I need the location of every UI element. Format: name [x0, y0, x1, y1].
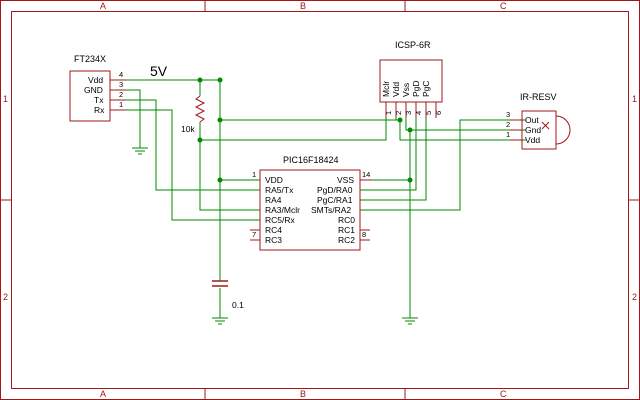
icsp-pin-num-1: 1 — [384, 111, 393, 115]
icsp-pin-num-3: 3 — [404, 111, 413, 115]
junction-mclr — [197, 137, 203, 143]
icsp-pin-num-5: 5 — [424, 111, 433, 115]
junctions — [197, 77, 413, 183]
ir-resv-component: IR-RESV Out Gnd Vdd 3 2 1 — [506, 92, 571, 150]
junction-vdd-ir — [397, 117, 403, 123]
icsp-pin-num-4: 4 — [414, 111, 423, 115]
net-5v-label: 5V — [150, 63, 168, 79]
icsp-pin-num-2: 2 — [394, 111, 403, 115]
ir-pin-num-1: 1 — [506, 130, 510, 139]
icsp-pin-mclr: Mclr — [381, 81, 391, 97]
pic-ref: PIC16F18424 — [283, 155, 339, 165]
zone-row-1-right: 1 — [632, 94, 637, 104]
pic-pin-ra3: RA3/Mclr — [265, 205, 300, 215]
pic16f18424-component: PIC16F18424 VDD RA5/Tx RA4 RA3/Mclr RC5/… — [250, 155, 372, 251]
junction-gnd-ir — [407, 127, 413, 133]
ir-ref: IR-RESV — [520, 92, 557, 102]
zone-col-b-bottom: B — [300, 389, 306, 399]
zone-col-c-bottom: C — [500, 389, 507, 399]
pic-pin-ra0: PgD/RA0 — [317, 185, 353, 195]
icsp-pin-num-6: 6 — [434, 111, 443, 115]
icsp-pin-vdd: Vdd — [391, 82, 401, 97]
pic-pin-ra4: RA4 — [265, 195, 282, 205]
ft234x-pin-num-1: 1 — [119, 100, 123, 109]
pic-pin-rc5: RC5/Rx — [265, 215, 296, 225]
ground-symbol-ft234x — [132, 147, 148, 155]
ir-pin-gnd: Gnd — [525, 125, 541, 135]
icsp-pin-pgc: PgC — [421, 80, 431, 97]
ft234x-pin-rx: Rx — [94, 105, 105, 115]
ground-symbol-capacitor — [212, 317, 228, 325]
pic-pin-rc0: RC0 — [338, 215, 355, 225]
pic-pin-rc1: RC1 — [338, 225, 355, 235]
ft234x-component: FT234X Vdd GND Tx Rx 4 3 2 1 — [69, 54, 126, 122]
capacitor-0-1: 0.1 — [212, 278, 244, 310]
pic-pin-ra2: SMTs/RA2 — [311, 205, 351, 215]
ft234x-pin-num-2: 2 — [119, 90, 123, 99]
ft234x-pin-vdd: Vdd — [88, 75, 103, 85]
zone-row-2-right: 2 — [632, 292, 637, 302]
pic-pin-vdd: VDD — [265, 175, 283, 185]
pic-pin-ra5: RA5/Tx — [265, 185, 294, 195]
ft234x-ref: FT234X — [74, 54, 106, 64]
zone-col-b-top: B — [300, 1, 306, 11]
pic-pin-ra1: PgC/RA1 — [317, 195, 353, 205]
ft234x-pin-gnd: GND — [84, 85, 103, 95]
capacitor-value: 0.1 — [232, 300, 244, 310]
resistor-10k: 10k — [181, 95, 206, 134]
zone-col-a-top: A — [100, 1, 106, 11]
ir-pin-num-2: 2 — [506, 120, 510, 129]
zone-row-2-left: 2 — [3, 292, 8, 302]
pic-pin-vss: VSS — [337, 175, 354, 185]
ground-symbol-vss — [402, 317, 418, 325]
zone-col-a-bottom: A — [100, 389, 106, 399]
pic-pin-rc4: RC4 — [265, 225, 282, 235]
pic-pin-num-14: 14 — [362, 170, 370, 179]
pic-pin-num-1: 1 — [252, 170, 256, 179]
ir-pin-out: Out — [525, 115, 539, 125]
icsp-ref: ICSP-6R — [395, 40, 431, 50]
pic-pin-num-7: 7 — [252, 230, 256, 239]
junction-vdd-pic — [217, 177, 223, 183]
icsp-pin-vss: Vss — [401, 83, 411, 97]
junction-5v-resistor — [197, 77, 203, 83]
ft234x-pin-num-4: 4 — [119, 70, 123, 79]
ir-pin-num-3: 3 — [506, 110, 510, 119]
ir-pin-vdd: Vdd — [525, 135, 540, 145]
zone-col-c-top: C — [500, 1, 507, 11]
pic-pin-rc3: RC3 — [265, 235, 282, 245]
icsp-pin-pgd: PgD — [411, 80, 421, 97]
junction-5v-rail — [217, 77, 223, 83]
zone-row-1-left: 1 — [3, 94, 8, 104]
ft234x-pin-num-3: 3 — [119, 80, 123, 89]
junction-vdd-icsp — [217, 117, 223, 123]
pic-pin-rc2: RC2 — [338, 235, 355, 245]
junction-vss — [407, 177, 413, 183]
ft234x-pin-tx: Tx — [94, 95, 104, 105]
resistor-value: 10k — [181, 124, 195, 134]
icsp-6r-component: ICSP-6R Mclr Vdd Vss PgD PgC 1 2 3 4 5 6 — [379, 40, 443, 118]
pic-pin-num-8: 8 — [362, 230, 366, 239]
